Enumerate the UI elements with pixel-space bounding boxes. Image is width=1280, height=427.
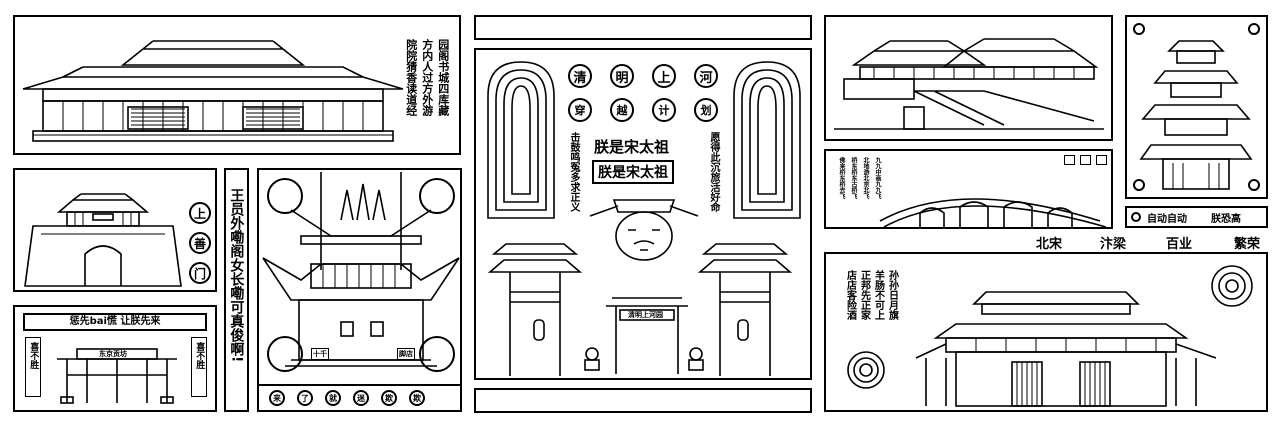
panel-vertical-slogan: 王员外嘞阁女长嘞可真俊啊! [224, 168, 249, 412]
pavilion-illustration [262, 172, 460, 367]
library-poem-col2: 方内人过方外游 [420, 39, 434, 116]
panel-library: 院院猜香读道经 方内人过方外游 园阁书城四库藏 [13, 15, 461, 155]
gate-circle-shan: 善 [189, 232, 211, 254]
right-arch-ornament [733, 61, 801, 219]
panel-bridge: 九九中画九九飞 北地游北京北飞 桥东桥东古桥飞 佛来桥东桥去飞 [824, 149, 1113, 229]
pavilion-tag-left: 十千 [311, 348, 329, 360]
title-char-0: 清 [568, 64, 592, 88]
library-building-illustration [22, 40, 404, 142]
shop-poem-col2: 羊肠不可上 [872, 270, 884, 320]
title-char-2: 上 [652, 64, 676, 88]
gate-circle-shang: 上 [189, 202, 211, 224]
lion-statue-left [584, 347, 600, 371]
archway-right-sign-text: 喜不胜 [194, 342, 205, 369]
headline-item-0: 北宋 [1036, 237, 1063, 252]
shop-poem-col4: 店店客险酒 [844, 270, 856, 320]
center-gate-plaque: 清明上河园 [628, 311, 663, 319]
tower-caption-left: 自动自动 [1147, 214, 1187, 225]
tower-caption-right: 朕恐高 [1211, 214, 1241, 225]
panel-center-bottom-strip [474, 388, 812, 413]
subtitle-char-2: 计 [652, 98, 676, 122]
title-char-1: 明 [610, 64, 634, 88]
panel-city-gate: 上 善 门 [13, 168, 217, 292]
left-gate-illustration [487, 243, 583, 376]
pavilion-circle-bl [267, 336, 303, 372]
shop-building-illustration [915, 291, 1217, 407]
shop-circle-ornament-right [1211, 265, 1253, 307]
pavilion-btn-4[interactable]: 欺 [381, 390, 397, 406]
subtitle-char-1: 越 [610, 98, 634, 122]
pavilion-btn-2[interactable]: 就 [325, 390, 341, 406]
archway-right-sign: 喜不胜 [191, 337, 207, 397]
panel-palace [824, 15, 1113, 141]
archway-left-sign-text: 喜不胜 [28, 342, 39, 369]
tower-caption-dot [1131, 212, 1141, 222]
panel-pavilion: 十千 脚店 来 了 就 迷 欺 欺 [257, 168, 462, 412]
pavilion-circle-tl [267, 178, 303, 214]
center-gate-illustration [606, 297, 688, 374]
arch-bridge-illustration [879, 198, 1107, 228]
panel-center-top-strip [474, 15, 812, 40]
lion-statue-right [688, 347, 704, 371]
tower-circle-br [1248, 179, 1260, 191]
shop-circle-ornament-left [847, 351, 885, 389]
subtitle-char-3: 划 [694, 98, 718, 122]
pavilion-button-row [259, 384, 460, 386]
tower-circle-tr [1248, 23, 1260, 35]
pavilion-btn-1[interactable]: 了 [297, 390, 313, 406]
pavilion-tag-right: 脚店 [397, 348, 415, 360]
subtitle-char-0: 穿 [568, 98, 592, 122]
bridge-box-3 [1096, 155, 1107, 165]
bridge-col-d: 佛来桥东桥去飞 [838, 157, 845, 199]
vertical-slogan: 王员外嘞阁女长嘞可真俊啊! [228, 188, 245, 363]
shop-poem-col1: 孙孙日月旗 [886, 270, 898, 320]
headline-item-1: 汴梁 [1100, 237, 1127, 252]
panel-archway: 惩先bai慌 让朕先来 喜不胜 喜不胜 东京贡坊 [13, 305, 217, 412]
pavilion-btn-0[interactable]: 来 [269, 390, 285, 406]
emperor-subtitle: 朕是宋太祖 [592, 160, 674, 184]
archway-plaque: 东京贡坊 [99, 350, 127, 358]
panel-center: 清 明 上 河 穿 越 计 划 击鼓鸣冤多求正义 愿得此沉旅活好命 朕是宋太祖 … [474, 48, 812, 380]
pavilion-circle-br [419, 336, 455, 372]
archway-illustration [57, 348, 177, 404]
tower-caption-bar: 自动自动 朕恐高 [1125, 206, 1268, 228]
center-side-right: 愿得此沉旅活好命 [708, 132, 719, 212]
emperor-title: 朕是宋太祖 [594, 138, 670, 156]
bridge-col-b: 北地游北京北飞 [862, 157, 869, 199]
library-poem-col1: 园阁书城四库藏 [436, 39, 450, 116]
bridge-box-1 [1064, 155, 1075, 165]
headline-item-2: 百业 [1166, 237, 1193, 252]
city-gate-illustration [24, 193, 182, 287]
panel-shop: 店店客险酒 正邦先正家 羊肠不可上 孙孙日月旗 [824, 252, 1268, 412]
palace-illustration [834, 38, 1104, 130]
shop-poem-col3: 正邦先正家 [858, 270, 870, 320]
gate-circle-men: 门 [189, 262, 211, 284]
archway-left-sign: 喜不胜 [25, 337, 41, 397]
title-char-3: 河 [694, 64, 718, 88]
left-arch-ornament [487, 61, 555, 219]
right-gate-illustration [697, 243, 793, 376]
archway-slogan: 惩先bai慌 让朕先来 [69, 316, 161, 327]
tower-circle-tl [1133, 23, 1145, 35]
library-poem-col3: 院院猜香读道经 [404, 39, 418, 116]
panel-tower [1125, 15, 1268, 199]
bridge-col-a: 九九中画九九飞 [874, 157, 881, 199]
bridge-box-2 [1080, 155, 1091, 165]
center-side-left: 击鼓鸣冤多求正义 [568, 132, 579, 212]
emperor-face-illustration [589, 199, 699, 261]
archway-slogan-box: 惩先bai慌 让朕先来 [23, 313, 207, 331]
headline-item-3: 繁荣 [1234, 237, 1261, 252]
tower-illustration [1139, 40, 1253, 190]
pavilion-circle-tr [419, 178, 455, 214]
bridge-col-c: 桥东桥东古桥飞 [850, 157, 857, 199]
tower-circle-bl [1133, 179, 1145, 191]
pavilion-btn-5[interactable]: 欺 [409, 390, 425, 406]
pavilion-btn-3[interactable]: 迷 [353, 390, 369, 406]
